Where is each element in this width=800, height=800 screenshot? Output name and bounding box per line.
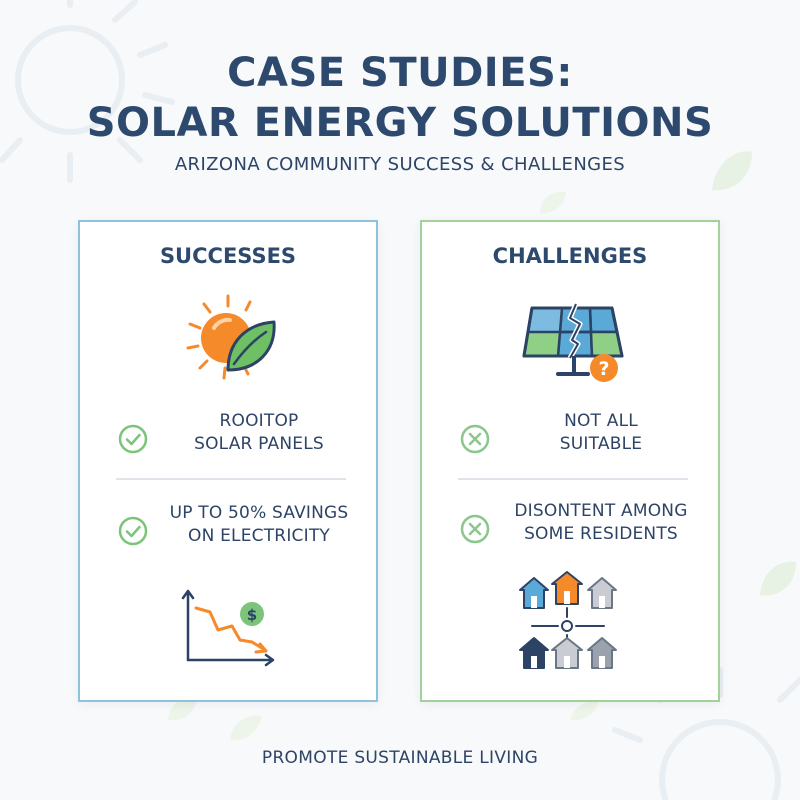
background-leaf-icon [230, 715, 262, 741]
background-leaf-icon [570, 701, 598, 721]
list-item-line2: SOLAR PANELS [194, 434, 324, 454]
list-item-line1: DISONTENT AMONG [514, 501, 688, 521]
list-item-line1: ROOITOP [219, 411, 299, 431]
house-icon [551, 637, 583, 669]
dollar-coin-icon [240, 602, 264, 626]
house-icon [587, 577, 617, 609]
footer-tagline: PROMOTE SUSTAINABLE LIVING [261, 748, 539, 768]
page-subtitle: ARIZONA COMMUNITY SUCCESS & CHALLENGES [174, 154, 626, 175]
challenges-title: CHALLENGES [492, 244, 648, 268]
list-item-line2: SUITABLE [559, 434, 643, 454]
successes-title: SUCCESSES [159, 244, 297, 268]
list-item-line1: NOT ALL [564, 411, 638, 431]
declining-cost-chart-icon: $ [181, 589, 275, 667]
divider [116, 478, 346, 480]
house-icon [551, 571, 583, 605]
check-circle-icon [118, 424, 148, 454]
x-circle-icon [460, 514, 490, 544]
page-title-line2: SOLAR ENERGY SOLUTIONS [86, 100, 714, 146]
neighborhood-houses-icon [519, 571, 617, 669]
x-circle-icon [460, 424, 490, 454]
check-circle-icon [118, 516, 148, 546]
divider [458, 478, 688, 480]
question-mark-badge-icon [590, 354, 618, 382]
question-symbol: ? [598, 358, 609, 380]
house-icon [519, 637, 549, 669]
broken-solar-panel-icon: ? [522, 303, 624, 382]
list-item: DISONTENT AMONG SOME RESIDENTS [422, 500, 718, 560]
challenges-card: CHALLENGES ? NOT ALL SUITABLE DIS [420, 220, 720, 702]
page-title-line1: CASE STUDIES: [227, 50, 573, 96]
successes-card: SUCCESSES ROOITOP SOLAR PANELS [78, 220, 378, 702]
background-leaf-icon [540, 191, 566, 214]
list-item: ROOITOP SOLAR PANELS [80, 410, 376, 470]
sun-leaf-icon [186, 294, 276, 380]
list-item-line2: SOME RESIDENTS [524, 524, 678, 544]
house-icon [519, 577, 549, 609]
house-icon [587, 637, 617, 669]
list-item: UP TO 50% SAVINGS ON ELECTRICITY [80, 502, 376, 562]
background-leaf-icon [760, 561, 796, 596]
list-item-line1: UP TO 50% SAVINGS [169, 503, 349, 523]
list-item: NOT ALL SUITABLE [422, 410, 718, 470]
list-item-line2: ON ELECTRICITY [188, 526, 330, 546]
dollar-symbol: $ [247, 606, 257, 624]
